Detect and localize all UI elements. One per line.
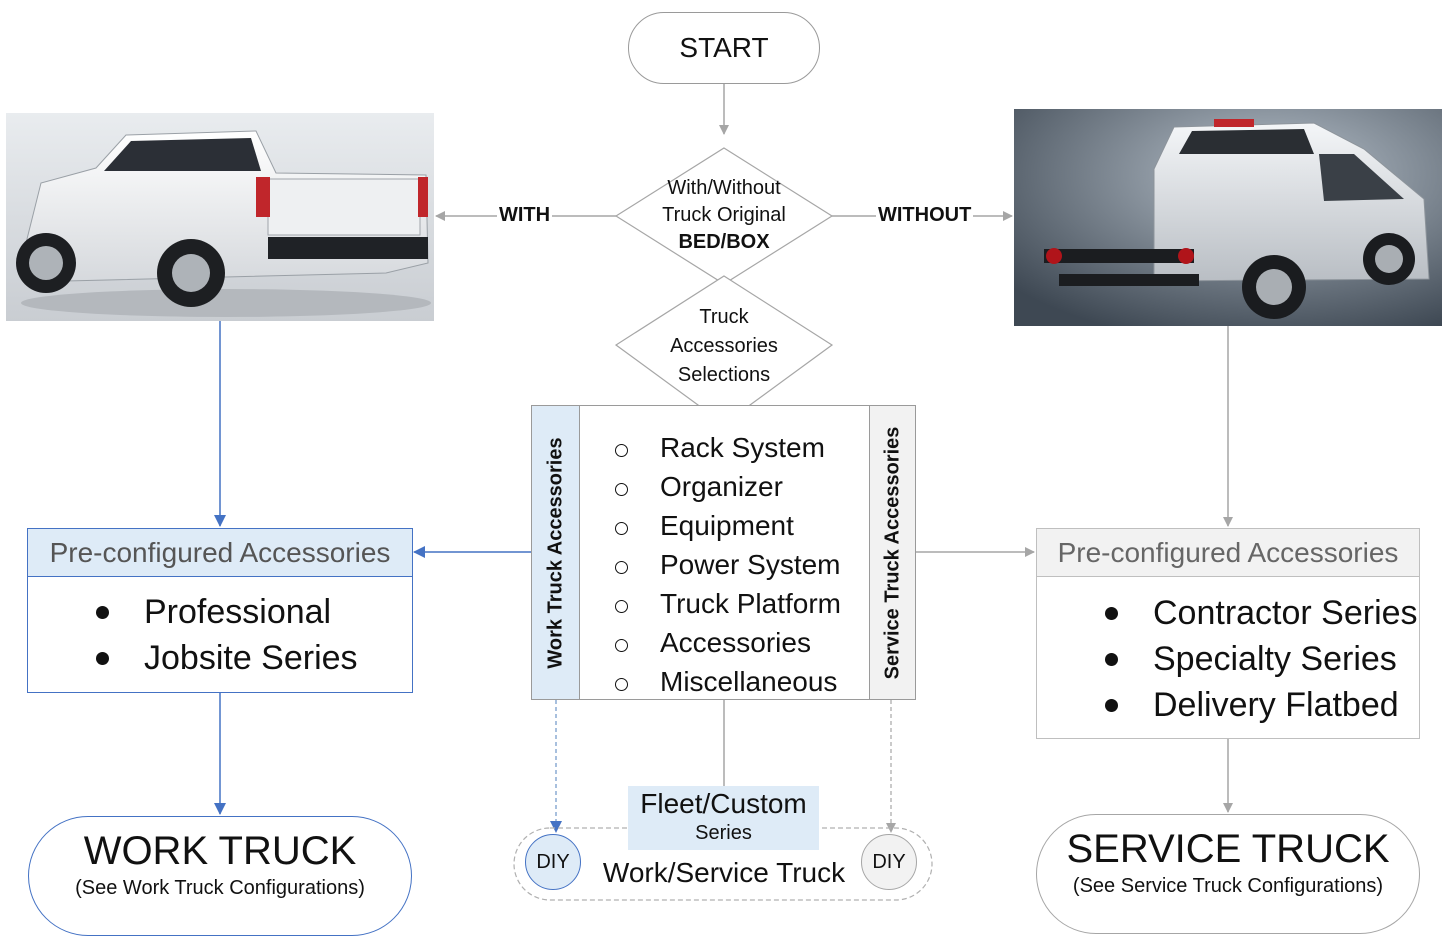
option-label: Miscellaneous (660, 666, 838, 697)
bullet-icon (1105, 607, 1118, 620)
circle-bullet-icon (615, 522, 628, 535)
service-truck-accessories-tab: Service Truck Accessories (869, 406, 915, 699)
decision-accessories-text: Truck Accessories Selections (640, 303, 808, 390)
option-label: Truck Platform (660, 588, 841, 619)
list-item: Professional (28, 589, 412, 635)
right-preconfigured-list: Contractor Series Specialty Series Deliv… (1037, 590, 1419, 728)
decision-accessories-line3: Selections (677, 364, 771, 386)
left-preconfigured-box: Pre-configured Accessories Professional … (27, 528, 413, 693)
decision-bed-line2: Truck Original (662, 204, 786, 226)
diy-service-label: DIY (872, 850, 906, 873)
bullet-icon (96, 606, 109, 619)
option-label: Organizer (660, 471, 783, 502)
fleet-custom-box: Fleet/Custom Series (628, 786, 819, 850)
work-truck-terminal: WORK TRUCK (See Work Truck Configuration… (28, 816, 412, 936)
branch-with-label: WITH (497, 204, 553, 227)
circle-bullet-icon (615, 600, 628, 613)
decision-bed-line3: BED/BOX (678, 231, 770, 253)
left-preconfigured-list: Professional Jobsite Series (28, 589, 412, 681)
decision-accessories-line2: Accessories (670, 335, 778, 357)
decision-bed-text: With/Without Truck Original BED/BOX (640, 174, 808, 257)
bullet-icon (1105, 653, 1118, 666)
service-truck-terminal: SERVICE TRUCK (See Service Truck Configu… (1036, 814, 1420, 934)
work-truck-subtitle: (See Work Truck Configurations) (75, 877, 365, 899)
work-truck-accessories-tab: Work Truck Accessories (532, 406, 580, 699)
accessories-selection-box: Work Truck Accessories Service Truck Acc… (531, 405, 916, 700)
list-item: Contractor Series (1037, 590, 1419, 636)
circle-bullet-icon (615, 639, 628, 652)
white-pickup-truck-photo (6, 113, 434, 321)
left-item-jobsite: Jobsite Series (144, 639, 358, 677)
diy-work-label: DIY (536, 850, 570, 873)
list-item: Miscellaneous (612, 662, 837, 701)
left-item-professional: Professional (144, 593, 332, 631)
list-item: Power System (612, 545, 841, 584)
list-item: Delivery Flatbed (1037, 682, 1419, 728)
list-item: Specialty Series (1037, 636, 1419, 682)
left-preconfigured-title: Pre-configured Accessories (28, 529, 412, 577)
list-item: Jobsite Series (28, 635, 412, 681)
service-truck-title: SERVICE TRUCK (1066, 827, 1390, 871)
option-label: Rack System (660, 432, 825, 463)
option-label: Accessories (660, 627, 811, 658)
circle-bullet-icon (615, 444, 628, 457)
service-truck-subtitle: (See Service Truck Configurations) (1072, 875, 1384, 897)
list-item: Truck Platform (612, 584, 841, 623)
list-item: Equipment (612, 506, 794, 545)
start-label: START (679, 32, 769, 63)
list-item: Rack System (612, 428, 825, 467)
option-label: Equipment (660, 510, 794, 541)
diy-work-circle: DIY (525, 834, 581, 890)
diy-service-circle: DIY (861, 834, 917, 890)
right-item-specialty: Specialty Series (1153, 640, 1397, 678)
list-item: Organizer (612, 467, 783, 506)
right-item-delivery: Delivery Flatbed (1153, 686, 1399, 724)
circle-bullet-icon (615, 483, 628, 496)
work-truck-accessories-label: Work Truck Accessories (544, 436, 566, 669)
start-terminal: START (628, 12, 820, 84)
fleet-label: Work/Service Truck (602, 857, 846, 888)
work-truck-title: WORK TRUCK (83, 829, 357, 873)
right-item-contractor: Contractor Series (1153, 594, 1418, 632)
circle-bullet-icon (615, 678, 628, 691)
right-preconfigured-title: Pre-configured Accessories (1037, 529, 1419, 577)
circle-bullet-icon (615, 561, 628, 574)
fleet-custom-title: Fleet/Custom (640, 788, 807, 819)
bullet-icon (96, 652, 109, 665)
decision-bed-line1: With/Without (667, 177, 781, 199)
list-item: Accessories (612, 623, 811, 662)
right-preconfigured-box: Pre-configured Accessories Contractor Se… (1036, 528, 1420, 739)
branch-without-label: WITHOUT (876, 204, 974, 227)
fleet-custom-sub: Series (695, 822, 752, 844)
option-label: Power System (660, 549, 841, 580)
decision-accessories-line1: Truck (699, 306, 749, 328)
bullet-icon (1105, 699, 1118, 712)
service-truck-accessories-label: Service Truck Accessories (881, 426, 903, 679)
cab-chassis-truck-photo (1014, 109, 1442, 326)
